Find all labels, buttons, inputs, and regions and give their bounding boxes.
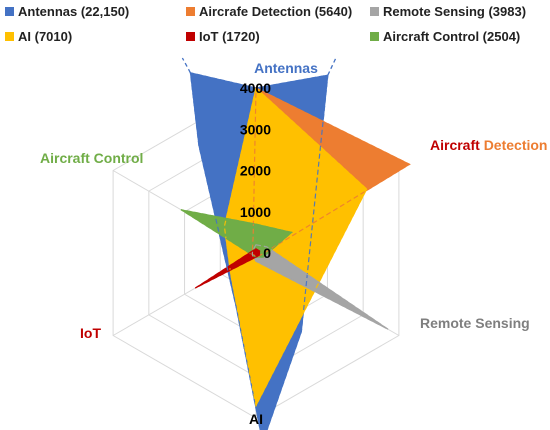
legend-swatch-antennas-22-150 bbox=[5, 7, 14, 16]
axis-label-part-iot-0: IoT bbox=[80, 325, 101, 341]
axis-label-antennas: Antennas bbox=[254, 60, 318, 76]
tick-label-4000: 4000 bbox=[240, 80, 271, 96]
axis-label-aircraft-control: Aircraft Control bbox=[40, 150, 143, 166]
series-outline-aircrafe-detection-5640 bbox=[251, 87, 411, 258]
axis-label-part-aircraft-detection-0: Aircraft bbox=[430, 137, 484, 153]
radial-ticks: 0 1000 2000 3000 4000 bbox=[240, 80, 271, 261]
legend-label-remote-sensing-3983: Remote Sensing (3983) bbox=[383, 4, 526, 19]
legend-swatch-ai-7010 bbox=[5, 32, 14, 41]
axis-label-part-ai-0: AI bbox=[249, 411, 263, 427]
axis-label-iot: IoT bbox=[80, 325, 101, 341]
legend-label-aircrafe-detection-5640: Aircrafe Detection (5640) bbox=[199, 4, 352, 19]
antennas-leader-right bbox=[327, 57, 337, 76]
axis-label-remote-sensing: Remote Sensing bbox=[420, 315, 530, 331]
legend-label-iot-1720: IoT (1720) bbox=[199, 29, 260, 44]
legend-swatch-aircraft-control-2504 bbox=[370, 32, 379, 41]
tick-label-0: 0 bbox=[263, 245, 271, 261]
tick-label-1000: 1000 bbox=[240, 204, 271, 220]
tick-label-2000: 2000 bbox=[240, 163, 271, 179]
legend-label-ai-7010: AI (7010) bbox=[18, 29, 72, 44]
legend-label-antennas-22-150: Antennas (22,150) bbox=[18, 4, 129, 19]
legend-swatch-remote-sensing-3983 bbox=[370, 7, 379, 16]
legend-swatch-aircrafe-detection-5640 bbox=[186, 7, 195, 16]
series-outline-ai-7010 bbox=[223, 86, 368, 408]
series-outline-remote-sensing-3983 bbox=[251, 244, 389, 330]
legend: Antennas (22,150) Aircrafe Detection (564… bbox=[5, 4, 526, 44]
axis-label-part-aircraft-detection-1: Detection bbox=[484, 137, 548, 153]
series-layer bbox=[180, 72, 411, 430]
series-dashed-outlines bbox=[180, 57, 411, 430]
axis-label-aircraft-detection: Aircraft Detection bbox=[430, 137, 547, 153]
series-outline-iot-1720 bbox=[194, 248, 261, 289]
axis-label-part-remote-sensing-0: Remote Sensing bbox=[420, 315, 530, 331]
axis-label-ai: AI bbox=[249, 411, 263, 427]
legend-swatch-iot-1720 bbox=[186, 32, 195, 41]
axis-label-part-aircraft-control-0: Aircraft Control bbox=[40, 150, 143, 166]
legend-label-aircraft-control-2504: Aircraft Control (2504) bbox=[383, 29, 520, 44]
antennas-leader-left bbox=[181, 57, 191, 74]
tick-label-3000: 3000 bbox=[240, 121, 271, 137]
axis-label-part-antennas-0: Antennas bbox=[254, 60, 318, 76]
series-outline-antennas-22-150 bbox=[189, 71, 329, 430]
